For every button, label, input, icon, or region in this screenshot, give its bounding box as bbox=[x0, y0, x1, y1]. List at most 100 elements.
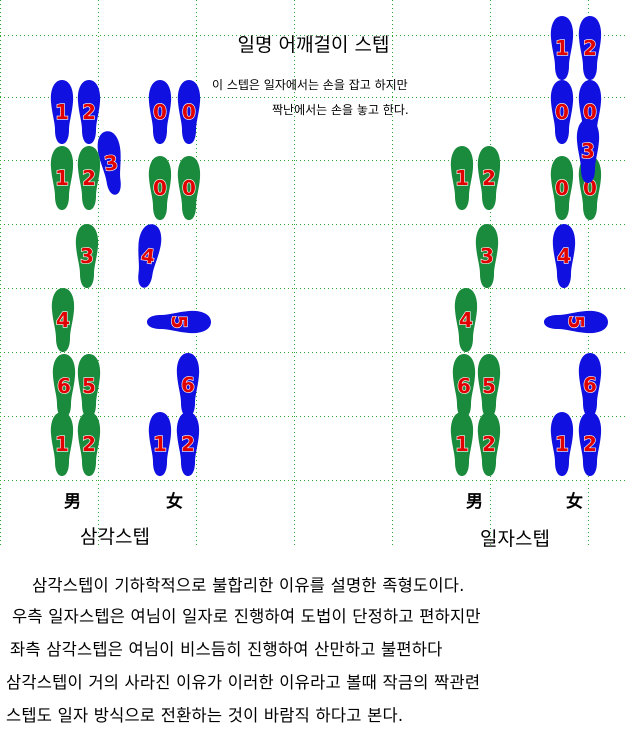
step-number: 6 bbox=[57, 374, 71, 398]
footprint-sole bbox=[477, 412, 501, 476]
step-number: 3 bbox=[102, 150, 119, 176]
footprint: 1 bbox=[450, 412, 474, 476]
footprint: 6 bbox=[176, 353, 200, 417]
footprint-sole bbox=[477, 354, 501, 418]
footprint-sole bbox=[50, 146, 74, 210]
step-number: 4 bbox=[557, 244, 571, 268]
footprint: 3 bbox=[75, 224, 99, 288]
step-number: 0 bbox=[555, 100, 569, 124]
footprint: 2 bbox=[477, 146, 501, 210]
step-number: 5 bbox=[564, 315, 588, 329]
description-line: 삼각스텝이 거의 사라진 이유가 이러한 이유라고 볼때 작금의 짝관련 bbox=[6, 673, 481, 692]
footprint-sole bbox=[475, 224, 499, 288]
description-line: 삼각스텝이 기하학적으로 불합리한 이유를 설명한 족형도이다. bbox=[32, 576, 465, 595]
step-number: 5 bbox=[482, 374, 496, 398]
step-number: 5 bbox=[167, 315, 191, 329]
footprint-sole bbox=[450, 412, 474, 476]
footprint: 6 bbox=[52, 354, 76, 418]
footprint-sole bbox=[50, 412, 74, 476]
description-line: 좌측 삼각스텝은 여님이 비스듬히 진행하여 산만하고 불편하다 bbox=[10, 640, 443, 659]
step-number: 2 bbox=[82, 166, 96, 190]
step-number: 1 bbox=[55, 166, 69, 190]
footprint: 4 bbox=[138, 224, 162, 288]
footprint: 0 bbox=[148, 156, 172, 220]
step-number: 5 bbox=[82, 374, 96, 398]
step-number: 1 bbox=[455, 166, 469, 190]
footprint-sole bbox=[176, 353, 200, 417]
step-number: 2 bbox=[82, 100, 96, 124]
footprint: 2 bbox=[578, 16, 602, 80]
footprint-sole bbox=[138, 224, 162, 288]
right-caption: 일자스텝 bbox=[480, 528, 550, 550]
left-caption: 삼각스텝 bbox=[80, 526, 150, 548]
diagram-title: 일명 어깨걸이 스텝 bbox=[237, 34, 390, 56]
footprint-sole bbox=[97, 131, 121, 195]
footprint-sole bbox=[578, 353, 602, 417]
footprint-sole bbox=[552, 224, 576, 288]
footprint-sole bbox=[75, 224, 99, 288]
step-number: 2 bbox=[181, 432, 195, 456]
step-number: 0 bbox=[182, 100, 196, 124]
description-line: 우측 일자스텝은 여님이 일자로 진행하여 도법이 단정하고 편하지만 bbox=[12, 607, 481, 626]
footprint-sole bbox=[176, 412, 200, 476]
step-number: 1 bbox=[555, 36, 569, 60]
footprint-sole bbox=[77, 354, 101, 418]
footprint-sole bbox=[550, 412, 574, 476]
step-number: 0 bbox=[153, 176, 167, 200]
footprint-sole bbox=[148, 80, 172, 144]
footprint-sole bbox=[454, 288, 478, 352]
step-number: 0 bbox=[583, 100, 597, 124]
footprint-sole bbox=[544, 310, 608, 334]
step-number: 4 bbox=[56, 308, 70, 332]
note-line-1: 이 스텝은 일자에서는 손을 잡고 하지만 bbox=[212, 78, 408, 92]
step-number: 0 bbox=[153, 100, 167, 124]
step-number: 2 bbox=[482, 432, 496, 456]
footprint: 3 bbox=[97, 131, 121, 195]
right-female-label: 女 bbox=[566, 492, 583, 512]
footprint: 0 bbox=[177, 80, 201, 144]
footprint-sole bbox=[51, 288, 75, 352]
footprint: 2 bbox=[578, 412, 602, 476]
step-number: 6 bbox=[583, 373, 597, 397]
step-number: 2 bbox=[583, 432, 597, 456]
footprint-sole bbox=[148, 412, 172, 476]
footprint: 2 bbox=[77, 146, 101, 210]
note-line-2: 짝난에서는 손을 놓고 한다. bbox=[272, 103, 409, 117]
footprint: 1 bbox=[550, 412, 574, 476]
step-number: 0 bbox=[182, 176, 196, 200]
footprint: 0 bbox=[177, 156, 201, 220]
footprint: 1 bbox=[550, 16, 574, 80]
footprint-sole bbox=[177, 156, 201, 220]
footprint-sole bbox=[550, 156, 574, 220]
left-male-label: 男 bbox=[64, 492, 81, 512]
footprint: 1 bbox=[50, 412, 74, 476]
footprint-sole bbox=[578, 412, 602, 476]
footprint: 0 bbox=[550, 156, 574, 220]
footprint: 0 bbox=[550, 80, 574, 144]
footprint: 3 bbox=[475, 224, 499, 288]
footprint: 2 bbox=[176, 412, 200, 476]
footprint-sole bbox=[550, 16, 574, 80]
footprint: 6 bbox=[578, 353, 602, 417]
footprint-sole bbox=[77, 80, 101, 144]
footprint-sole bbox=[77, 412, 101, 476]
step-number: 6 bbox=[181, 373, 195, 397]
footprint: 1 bbox=[148, 412, 172, 476]
footprint-sole bbox=[50, 80, 74, 144]
footprint: 4 bbox=[51, 288, 75, 352]
step-number: 6 bbox=[457, 374, 471, 398]
step-number: 1 bbox=[153, 432, 167, 456]
step-number: 3 bbox=[581, 139, 595, 163]
step-number: 4 bbox=[459, 308, 473, 332]
footprint: 2 bbox=[77, 80, 101, 144]
step-number: 1 bbox=[555, 432, 569, 456]
footprint: 4 bbox=[552, 224, 576, 288]
footprint-sole bbox=[550, 80, 574, 144]
footprint-sole bbox=[177, 80, 201, 144]
footprint: 0 bbox=[148, 80, 172, 144]
footprint: 3 bbox=[576, 119, 600, 183]
footprint-sole bbox=[477, 146, 501, 210]
description-line: 스텝도 일자 방식으로 전환하는 것이 바람직 하다고 본다. bbox=[6, 706, 404, 725]
step-number: 0 bbox=[555, 176, 569, 200]
